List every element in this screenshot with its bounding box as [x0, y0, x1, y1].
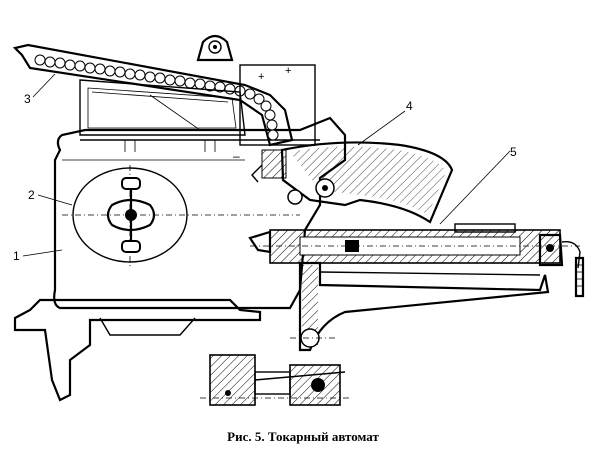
- machine-base: [13, 298, 350, 406]
- figure-caption: Рис. 5. Токарный автомат: [227, 429, 379, 444]
- feed-lever: [251, 141, 454, 224]
- tool-carrier: [248, 223, 585, 352]
- callout-1: 1: [13, 249, 20, 263]
- callout-leaders: [22, 73, 511, 257]
- svg-text:–: –: [233, 149, 240, 163]
- callout-2: 2: [28, 188, 35, 202]
- callout-4: 4: [406, 99, 413, 113]
- callout-3: 3: [24, 92, 31, 106]
- cam-disc: [62, 165, 300, 268]
- svg-text:+: +: [285, 65, 291, 77]
- svg-text:+: +: [258, 71, 264, 83]
- feed-magazine: + +: [12, 34, 316, 147]
- callout-5: 5: [510, 145, 517, 159]
